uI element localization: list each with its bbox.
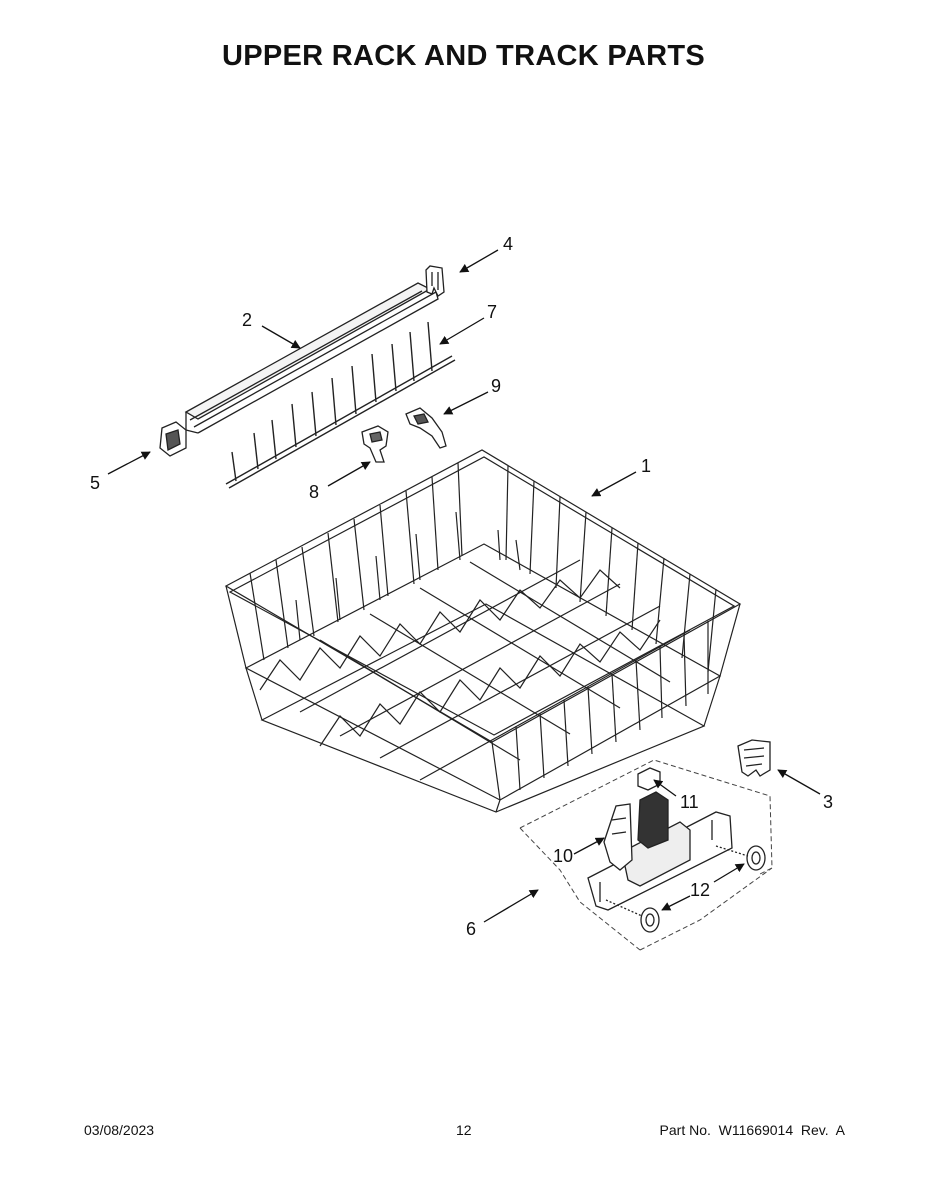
leader-arrows (107, 249, 821, 923)
callout-1: 1 (641, 456, 651, 476)
rail-stop-part (159, 421, 187, 457)
rack-rail-part (184, 282, 439, 434)
callout-3: 3 (823, 792, 833, 812)
clip-part-9 (405, 407, 447, 449)
adjuster-cap-part (637, 767, 669, 849)
callout-12: 12 (690, 880, 710, 900)
upper-rack-part (224, 449, 742, 813)
callout-11: 11 (680, 792, 699, 812)
callout-8: 8 (309, 482, 319, 502)
clip-part-8 (361, 425, 389, 463)
rail-end-cap-part (425, 265, 445, 297)
wheel-part-right (715, 845, 766, 871)
callout-2: 2 (242, 310, 252, 330)
callout-6: 6 (466, 919, 476, 939)
adjuster-lever-part (603, 803, 633, 871)
callout-4: 4 (503, 234, 513, 254)
callout-10: 10 (553, 846, 573, 866)
adjuster-assembly-part (587, 811, 733, 911)
footer-part-number: Part No. W11669014 Rev. A (659, 1122, 845, 1138)
wheel-part-left (605, 899, 660, 933)
footer-page-number: 12 (456, 1122, 472, 1138)
footer-date: 03/08/2023 (84, 1122, 155, 1138)
tine-row-part (225, 321, 456, 489)
adjuster-assembly-box (519, 759, 773, 951)
bracket-part-3 (737, 739, 771, 777)
callout-9: 9 (491, 376, 501, 396)
callout-7: 7 (487, 302, 497, 322)
callout-5: 5 (90, 473, 100, 493)
page-title: UPPER RACK AND TRACK PARTS (221, 40, 706, 72)
